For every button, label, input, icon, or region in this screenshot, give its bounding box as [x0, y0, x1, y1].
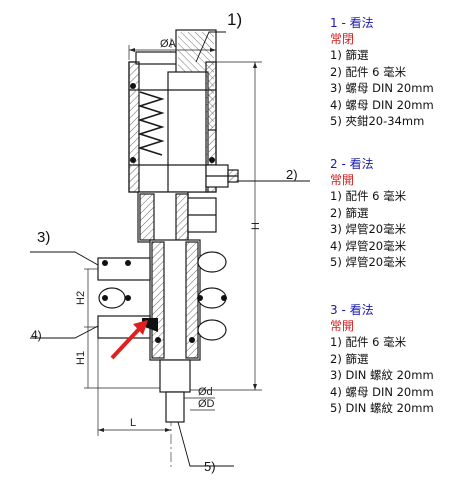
legend-item: 5) DIN 螺紋 20mm: [330, 401, 434, 415]
dimension-lines: [84, 45, 262, 436]
legend-state: 常閉: [330, 32, 355, 46]
legend-item: 4) 螺母 DIN 20mm: [330, 97, 434, 112]
dim-h1: H1: [75, 351, 87, 365]
legend-item: 1) 配件 6 毫米: [330, 335, 407, 349]
legend-header: 3 - 看法: [330, 303, 374, 317]
spring: [137, 91, 165, 156]
callout-5: 5): [204, 459, 216, 474]
legend-item: 2) 配件 6 毫米: [330, 64, 407, 79]
dim-d-large: ØD: [198, 398, 215, 410]
callout-2: 2): [286, 167, 298, 182]
legend-item: 2) 篩選: [330, 351, 369, 366]
callout-3: 3): [37, 229, 51, 246]
legend-item: 1) 篩選: [330, 48, 369, 62]
valve-body: [97, 239, 227, 361]
dim-h2: H2: [75, 291, 87, 305]
legend-item: 3) 焊管20毫米: [330, 222, 407, 236]
legend-item: 3) DIN 螺紋 20mm: [330, 368, 434, 382]
dim-height: H: [250, 222, 262, 230]
legend-item: 4) 螺母 DIN 20mm: [330, 384, 434, 399]
legend-item: 4) 焊管20毫米: [330, 238, 407, 253]
red-arrow: [110, 320, 148, 360]
dim-length: L: [130, 417, 136, 429]
legend-state: 常開: [330, 173, 355, 187]
legend-item: 2) 篩選: [330, 205, 369, 220]
legend-header: 2 - 看法: [330, 157, 374, 171]
dim-d-small: Ød: [198, 386, 213, 398]
dimension-arrowheads: [98, 48, 257, 432]
dim-outer-dia: ØA: [160, 38, 177, 50]
air-fitting: [205, 164, 239, 188]
legend-view-2: 2 - 看法 常開 1) 配件 6 毫米 2) 篩選 3) 焊管20毫米 4) …: [330, 157, 448, 271]
legend-item: 3) 螺母 DIN 20mm: [330, 81, 434, 95]
legend-view-1: 1 - 看法 常閉 1) 篩選 2) 配件 6 毫米 3) 螺母 DIN 20m…: [330, 16, 448, 130]
leader-lines: [30, 31, 310, 467]
legend-header: 1 - 看法: [330, 16, 374, 30]
valve-neck: [137, 191, 217, 243]
actuator-body: [128, 29, 217, 193]
callout-1: 1): [227, 10, 243, 29]
actuator-seals: [130, 83, 215, 163]
legend-item: 1) 配件 6 毫米: [330, 189, 407, 203]
callout-4: 4): [31, 328, 42, 342]
legend-state: 常開: [330, 319, 355, 333]
body-seals: [102, 260, 227, 343]
bottom-outlet: [159, 359, 191, 423]
legend-item: 5) 夾鉗20-34mm: [330, 114, 425, 128]
legend-view-3: 3 - 看法 常開 1) 配件 6 毫米 2) 篩選 3) DIN 螺紋 20m…: [330, 303, 448, 417]
legend-item: 5) 焊管20毫米: [330, 255, 407, 269]
